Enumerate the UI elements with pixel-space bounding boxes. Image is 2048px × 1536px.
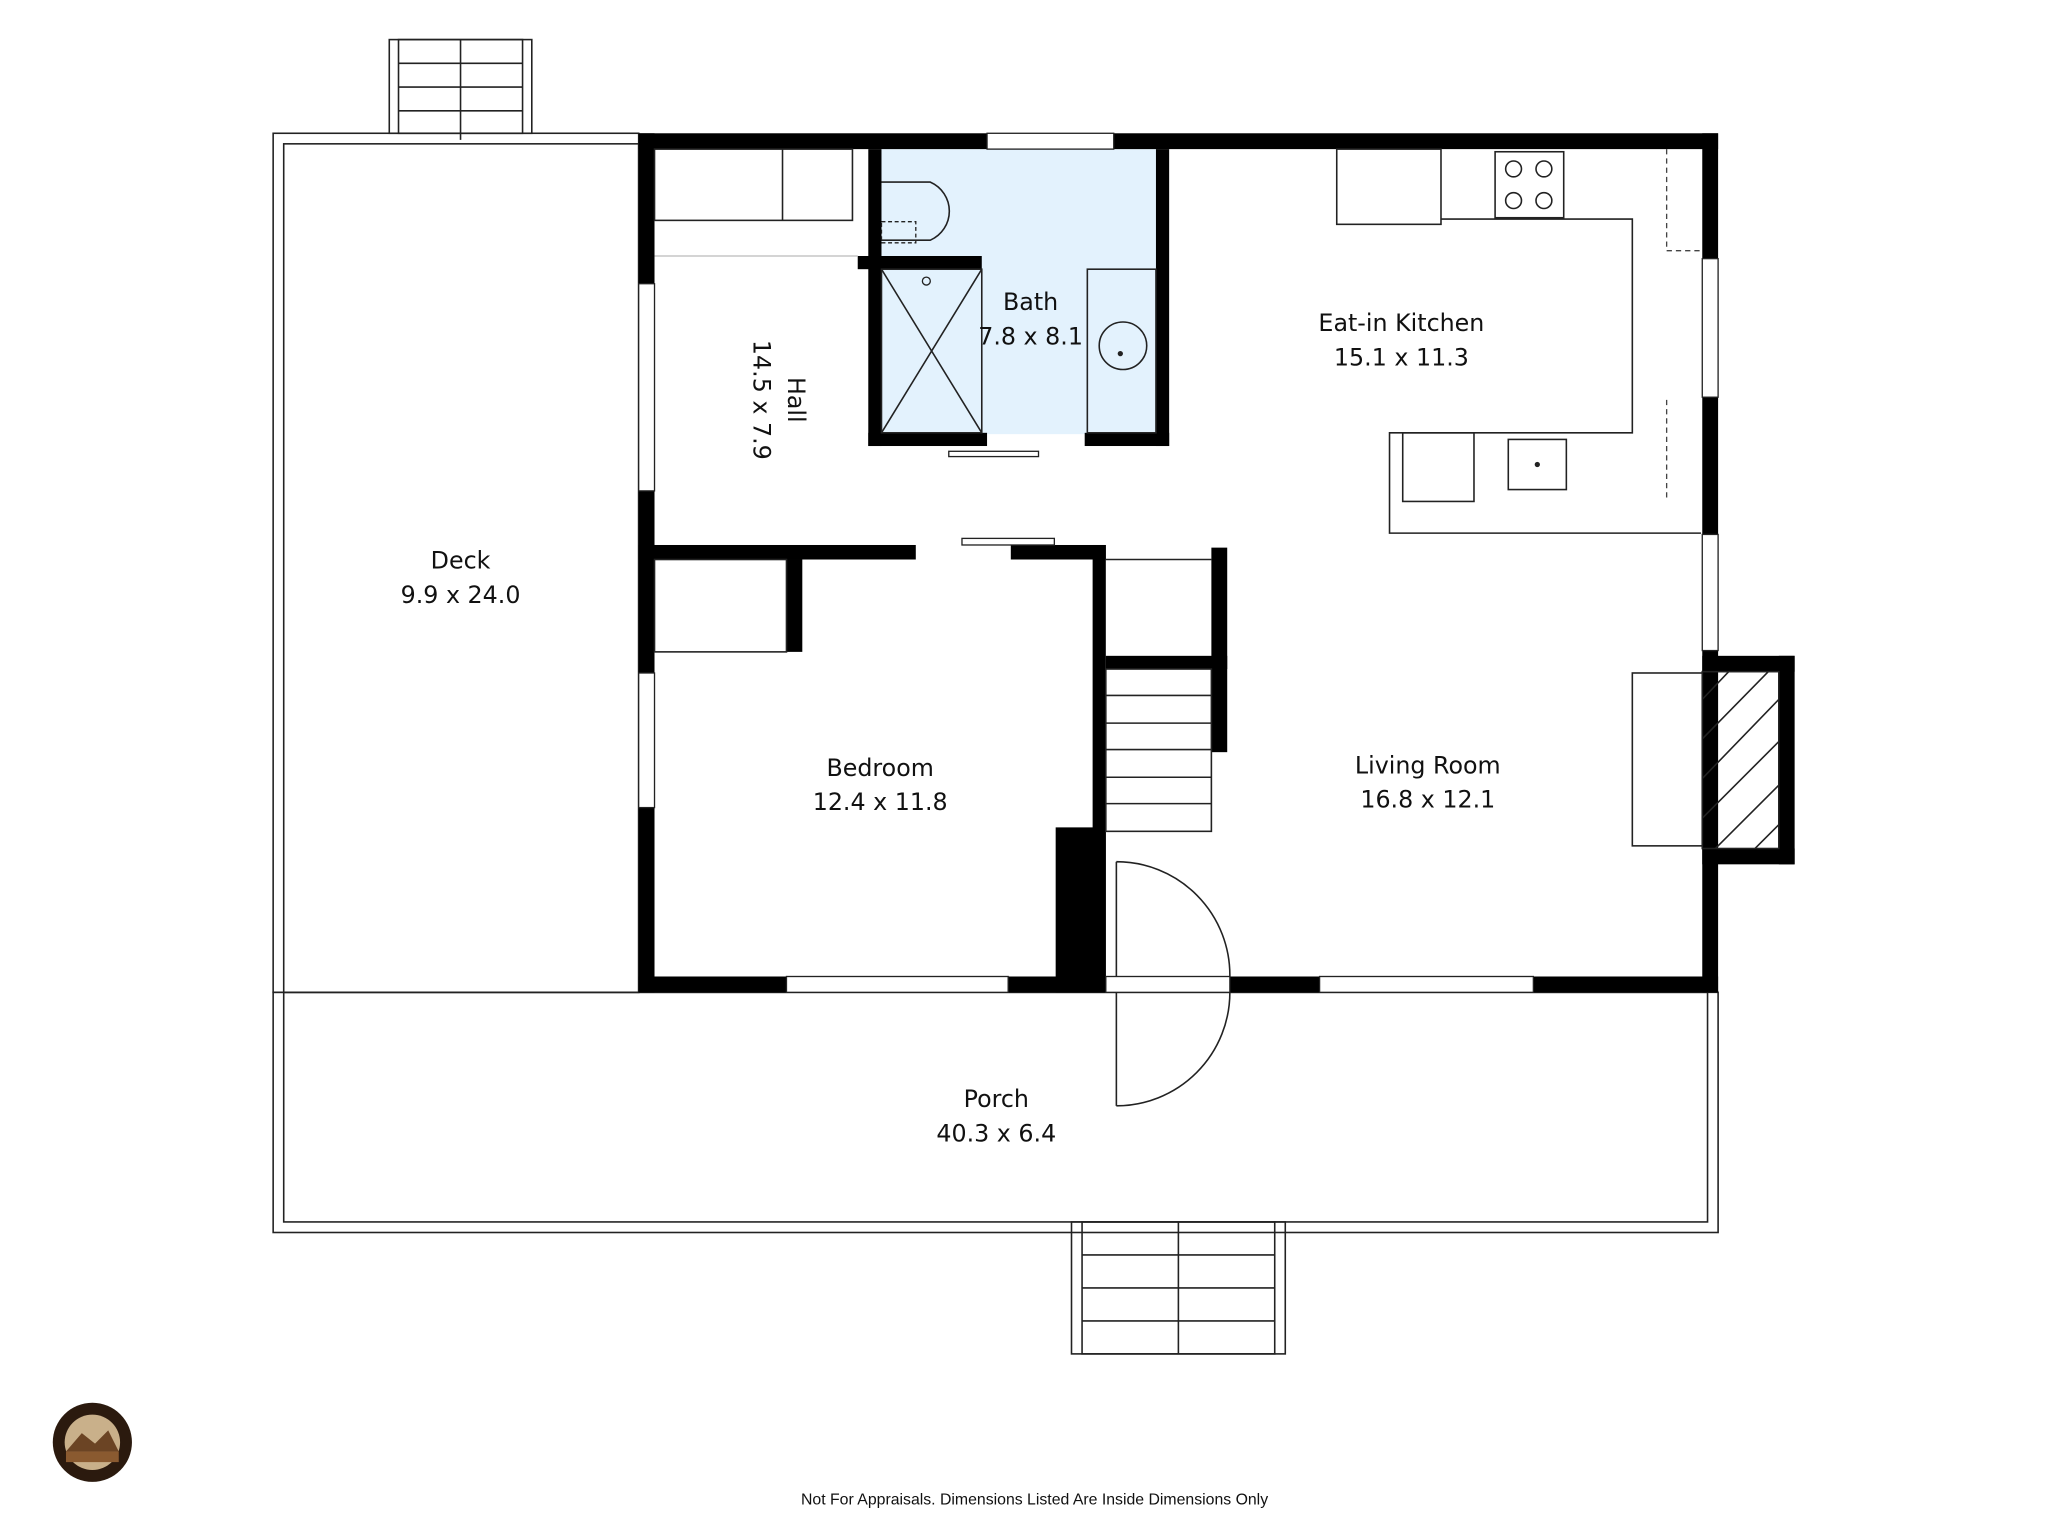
- room-kitchen-label: Eat-in Kitchen 15.1 x 11.3: [1318, 309, 1484, 371]
- room-living-label: Living Room 16.8 x 12.1: [1355, 751, 1501, 813]
- room-dimensions: 15.1 x 11.3: [1334, 344, 1469, 372]
- stove-icon: [1494, 150, 1565, 219]
- toilet-icon: [880, 181, 951, 244]
- porch-stairs: [1070, 1221, 1287, 1355]
- room-hall-label: Hall 14.5 x 7.9: [747, 340, 809, 460]
- room-porch-label: Porch 40.3 x 6.4: [936, 1085, 1056, 1147]
- room-name: Hall: [782, 377, 810, 423]
- bath-floor: [881, 149, 1156, 435]
- room-name: Bath: [1003, 288, 1058, 316]
- hall-closet: [653, 148, 858, 653]
- room-bedroom-label: Bedroom 12.4 x 11.8: [813, 754, 948, 816]
- room-dimensions: 40.3 x 6.4: [936, 1119, 1056, 1147]
- room-deck-label: Deck 9.9 x 24.0: [401, 547, 521, 609]
- room-dimensions: 16.8 x 12.1: [1360, 786, 1495, 814]
- company-logo: [52, 1402, 132, 1482]
- room-name: Porch: [964, 1085, 1029, 1113]
- kitchen-fixtures: [1335, 148, 1703, 534]
- room-name: Deck: [431, 547, 491, 575]
- room-dimensions: 9.9 x 24.0: [401, 581, 521, 609]
- shower-icon: [880, 268, 983, 434]
- kitchen-sink-icon: [1507, 438, 1568, 491]
- interior-stairs: [1105, 558, 1213, 833]
- front-door-icon: [1105, 860, 1231, 1107]
- walls: [638, 133, 1795, 993]
- room-bath-label: Bath 7.8 x 8.1: [978, 288, 1083, 350]
- bath-fixtures: [880, 181, 1157, 434]
- room-name: Living Room: [1355, 751, 1501, 779]
- room-dimensions: 14.5 x 7.9: [747, 340, 775, 460]
- room-dimensions: 12.4 x 11.8: [813, 788, 948, 816]
- deck: [272, 38, 640, 994]
- deck-stairs: [388, 38, 533, 140]
- disclaimer-text: Not For Appraisals. Dimensions Listed Ar…: [801, 1491, 1268, 1508]
- room-dimensions: 7.8 x 8.1: [978, 322, 1083, 350]
- vanity-sink-icon: [1086, 268, 1157, 434]
- windows: [638, 132, 1719, 993]
- room-name: Eat-in Kitchen: [1318, 309, 1484, 337]
- room-name: Bedroom: [826, 754, 933, 782]
- fireplace-icon: [1631, 670, 1780, 850]
- porch: [272, 991, 1719, 1355]
